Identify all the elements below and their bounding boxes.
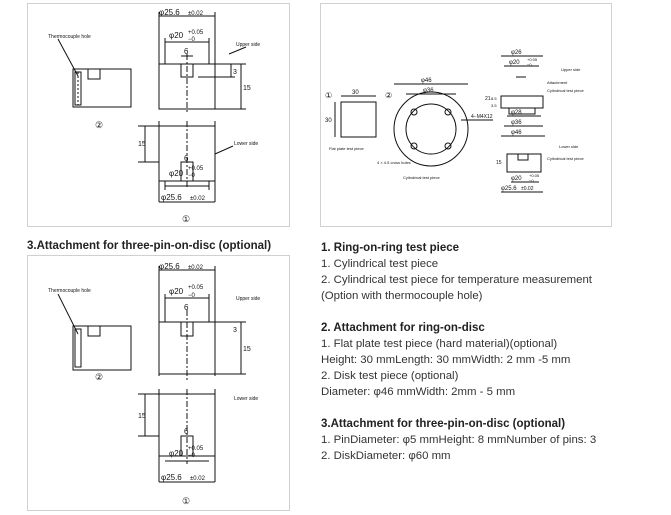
view-label-1: ① bbox=[182, 214, 190, 224]
thermocouple-label: Thermocouple hole bbox=[48, 34, 91, 40]
label-2: ② bbox=[385, 91, 392, 100]
dim-outer-top: φ25.6 bbox=[159, 8, 180, 17]
slot-depth-3: 3 bbox=[233, 327, 237, 334]
r-top: φ26 bbox=[511, 50, 522, 56]
cyl-label-2: Cylindrical test piece bbox=[547, 156, 584, 161]
lower-side-label: Lower side bbox=[234, 141, 258, 147]
cyl-label: Cylindrical test piece bbox=[547, 88, 584, 93]
tol-outer-bottom-3: ±0.02 bbox=[190, 476, 206, 482]
disc-drawing: ① ② 30 30 Flat plate test piece φ46 φ36 … bbox=[325, 50, 584, 193]
thermocouple-label-3: Thermocouple hole bbox=[48, 288, 91, 294]
slot-width-3: 6 bbox=[184, 303, 189, 312]
tol-outer-top: ±0.02 bbox=[188, 11, 204, 17]
dim-outer-bottom-3: φ25.6 bbox=[161, 473, 182, 482]
tol-outer-bottom: ±0.02 bbox=[190, 196, 206, 202]
section3-line2: 2. DiskDiameter: φ60 mm bbox=[321, 450, 451, 462]
slot-width-bottom: 6 bbox=[184, 154, 189, 163]
section2-line1: 1. Flat plate test piece (hard material)… bbox=[321, 338, 558, 350]
disk-caption: Cylindrical test piece bbox=[403, 175, 440, 180]
bolt-note: 4 × 4.5 cross holes bbox=[377, 160, 411, 165]
height-bottom: 15 bbox=[138, 141, 146, 148]
tol-inner-top-plus-3: +0.05 bbox=[188, 285, 204, 291]
upper-side-label: Upper side bbox=[236, 42, 260, 48]
section1-line3: (Option with thermocouple hole) bbox=[321, 290, 483, 302]
height-top: 15 bbox=[243, 85, 251, 92]
pin-drawing-panel: φ25.6 ±0.02 φ20 +0.05 −0 Thermocouple ho… bbox=[27, 255, 290, 511]
section3-title: 3.Attachment for three-pin-on-disc (opti… bbox=[321, 418, 566, 430]
ring-drawing-panel: φ25.6 ±0.02 φ20 +0.05 −0 Thermocouple ho… bbox=[27, 3, 290, 227]
hole-note: 4−M4X12 bbox=[471, 114, 493, 120]
r-in-2-tol-plus: +0.05 bbox=[529, 173, 540, 178]
section2-line3: 2. Disk test piece (optional) bbox=[321, 370, 459, 382]
section1-line1: 1. Cylindrical test piece bbox=[321, 258, 439, 270]
flat-caption: Flat plate test piece bbox=[329, 146, 364, 151]
r-in-2: φ20 bbox=[511, 176, 522, 182]
r-in: φ20 bbox=[509, 60, 520, 66]
three-pin-caption: 3.Attachment for three-pin-on-disc (opti… bbox=[27, 240, 272, 252]
d28: φ28 bbox=[511, 110, 522, 116]
d21: 21 bbox=[485, 96, 491, 102]
tol-outer-top-3: ±0.02 bbox=[188, 265, 204, 271]
height-top-3: 15 bbox=[243, 346, 251, 353]
tol-inner-top-minus: −0 bbox=[188, 37, 196, 43]
section2-line2: Height: 30 mmLength: 30 mmWidth: 2 mm -5… bbox=[321, 354, 571, 366]
upper-side-label-3: Upper side bbox=[236, 296, 260, 302]
label-1: ① bbox=[325, 91, 332, 100]
lower-side: Lower side bbox=[559, 144, 579, 149]
r-in-tol-plus: +0.05 bbox=[527, 57, 538, 62]
pin-drawing: φ25.6 ±0.02 φ20 +0.05 −0 Thermocouple ho… bbox=[48, 262, 260, 506]
view-label-2: ② bbox=[95, 120, 103, 130]
flat-height: 30 bbox=[325, 118, 332, 124]
tol-inner-bottom-plus-3: +0.05 bbox=[188, 446, 204, 452]
tol-inner-top-minus-3: −0 bbox=[188, 293, 196, 299]
d-small1: 8.5 bbox=[491, 96, 497, 101]
upper-side: Upper side bbox=[561, 67, 581, 72]
dim-inner-top: φ20 bbox=[169, 31, 184, 40]
disk-inner: φ36 bbox=[423, 88, 434, 94]
r-in-tol-minus: −0 bbox=[527, 62, 532, 67]
slot-width-bottom-3: 6 bbox=[184, 427, 189, 436]
slot-depth: 3 bbox=[233, 69, 237, 76]
tol-inner-top-plus: +0.05 bbox=[188, 30, 204, 36]
d15: 15 bbox=[496, 160, 502, 166]
dim-outer-top-3: φ25.6 bbox=[159, 262, 180, 271]
d46: φ46 bbox=[511, 130, 522, 136]
dim-inner-bottom-3: φ20 bbox=[169, 449, 184, 458]
section1-title: 1. Ring-on-ring test piece bbox=[321, 242, 460, 254]
disk-outer: φ46 bbox=[421, 78, 432, 84]
view-label-2-3: ② bbox=[95, 372, 103, 382]
section2-title: 2. Attachment for ring-on-disc bbox=[321, 322, 485, 334]
dim-outer-bottom: φ25.6 bbox=[161, 193, 182, 202]
lower-side-label-3: Lower side bbox=[234, 396, 258, 402]
disc-drawing-panel: ① ② 30 30 Flat plate test piece φ46 φ36 … bbox=[320, 3, 612, 227]
slot-width: 6 bbox=[184, 47, 189, 56]
height-bottom-3: 15 bbox=[138, 413, 146, 420]
d36: φ36 bbox=[511, 120, 522, 126]
section3-line1: 1. PinDiameter: φ5 mmHeight: 8 mmNumber … bbox=[321, 434, 597, 446]
section2-line4: Diameter: φ46 mmWidth: 2mm - 5 mm bbox=[321, 386, 516, 398]
tol-inner-bottom-plus: +0.05 bbox=[188, 166, 204, 172]
dim-inner-bottom: φ20 bbox=[169, 169, 184, 178]
tol-inner-bottom-minus-3: −0 bbox=[188, 453, 196, 459]
tol-inner-bottom-minus: −0 bbox=[188, 173, 196, 179]
spec-text: 1. Ring-on-ring test piece 1. Cylindrica… bbox=[321, 240, 661, 464]
view-label-1-3: ① bbox=[182, 496, 190, 506]
r-out-2-tol: ±0.02 bbox=[521, 186, 534, 192]
d-small2: 3.5 bbox=[491, 103, 497, 108]
attachment-label: Attachment bbox=[547, 80, 568, 85]
section1-line2: 2. Cylindrical test piece for temperatur… bbox=[321, 274, 592, 286]
flat-width: 30 bbox=[352, 90, 359, 96]
ring-drawing: φ25.6 ±0.02 φ20 +0.05 −0 Thermocouple ho… bbox=[48, 8, 260, 224]
r-in-2-tol-minus: −0 bbox=[529, 178, 534, 183]
dim-inner-top-3: φ20 bbox=[169, 287, 184, 296]
r-out-2: φ25.6 bbox=[501, 186, 517, 192]
